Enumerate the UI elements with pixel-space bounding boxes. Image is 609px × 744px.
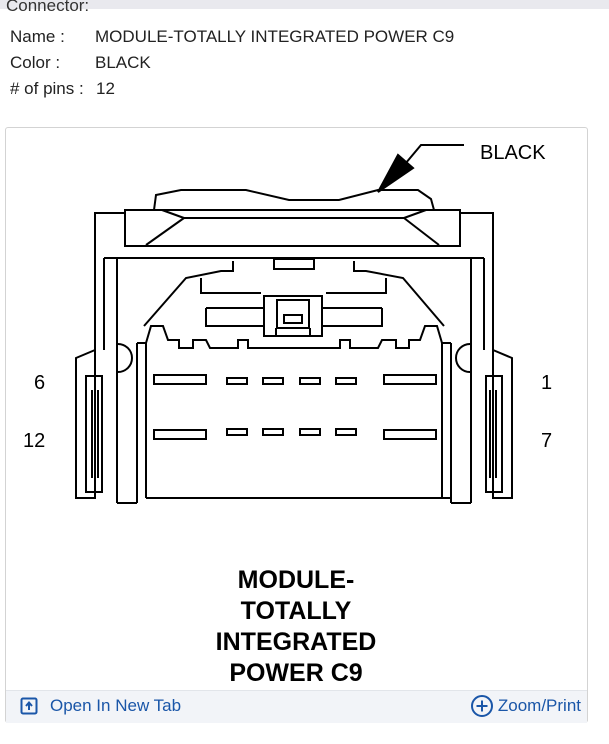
open-in-new-tab-link[interactable]: Open In New Tab [20,696,181,716]
zoom-print-label: Zoom/Print [497,696,581,715]
pin-cavity-12 [153,429,207,440]
connector-body-frame [94,212,494,350]
diagram-footer: Open In New Tab Zoom/Print [6,690,587,723]
zoom-print-link[interactable]: Zoom/Print [470,694,581,718]
pin-cavity-7 [383,429,437,440]
callout-arrow-icon [377,153,415,193]
connector-top-cap [124,189,461,247]
name-label: Name : [10,27,65,46]
pins-value: 12 [96,79,115,98]
pin-cavity-6 [153,374,207,385]
color-value: BLACK [95,53,151,72]
top-bar [0,0,609,9]
color-label: Color : [10,53,61,72]
caption-line: POWER C9 [229,659,363,687]
pin-label-1: 1 [541,372,552,394]
color-row: Color : BLACK [10,53,151,73]
pin-cavity-8 [335,428,357,436]
left-side-latch [75,343,137,504]
pin-cavity-10 [262,428,284,436]
open-in-new-tab-label: Open In New Tab [50,696,182,715]
open-external-icon [20,697,38,715]
pin-cavities [153,374,437,440]
pin-label-6: 6 [34,372,45,394]
pin-label-7: 7 [541,430,552,452]
diagram-caption: MODULE- TOTALLY INTEGRATED POWER C9 [146,565,446,689]
right-side-latch [451,343,513,504]
caption-line: MODULE- [237,566,355,594]
pins-label: # of pins : [10,79,84,98]
connector-diagram-panel: BLACK 6 12 1 7 MODULE- TOTALLY INTEGRATE… [5,127,588,723]
connector-heading: Connector: [6,0,90,15]
plus-circle-icon [470,695,493,717]
connector-housing [136,325,452,503]
pin-cavity-1 [383,374,437,385]
name-value: MODULE-TOTALLY INTEGRATED POWER C9 [95,27,455,46]
pin-cavity-11 [226,428,248,436]
connector-diagram: BLACK 6 12 1 7 [23,142,552,504]
connector-latch [143,258,445,337]
pins-row: # of pins : 12 [10,79,115,99]
pin-label-12: 12 [23,430,45,452]
caption-line: INTEGRATED [215,628,377,656]
color-callout-label: BLACK [480,142,546,164]
caption-line: TOTALLY [240,597,352,625]
pin-cavity-9 [299,428,321,436]
pin-cavity-3 [299,377,321,385]
pin-cavity-2 [335,377,357,385]
pin-cavity-4 [262,377,284,385]
pin-cavity-5 [226,377,248,385]
name-row: Name : MODULE-TOTALLY INTEGRATED POWER C… [10,27,454,47]
